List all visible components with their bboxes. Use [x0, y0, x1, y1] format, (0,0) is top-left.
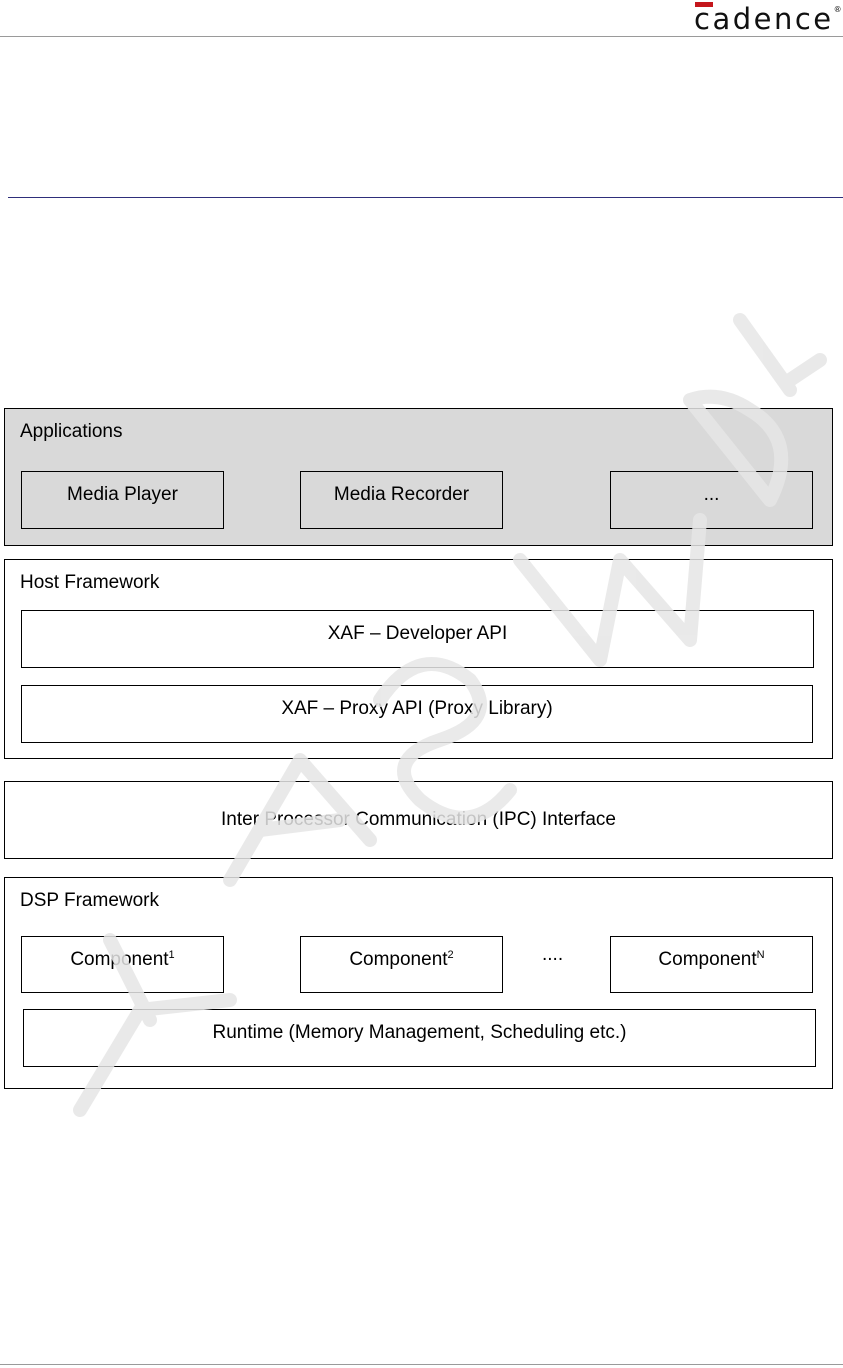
runtime-box: Runtime (Memory Management, Scheduling e… — [23, 1009, 816, 1067]
title-divider — [8, 197, 843, 198]
footer-divider — [0, 1364, 843, 1365]
applications-title: Applications — [20, 421, 123, 442]
developer-api-box: XAF – Developer API — [21, 610, 814, 668]
host-framework-layer: Host Framework XAF – Developer API XAF –… — [4, 559, 833, 759]
media-recorder-box: Media Recorder — [300, 471, 503, 529]
logo-text: cadence — [694, 2, 834, 36]
header-divider — [0, 36, 843, 37]
ipc-interface-layer: Inter Processor Communication (IPC) Inte… — [4, 781, 833, 859]
logo-accent-mark — [695, 2, 713, 7]
media-player-box: Media Player — [21, 471, 224, 529]
cadence-logo: cadence® — [694, 2, 842, 36]
host-framework-title: Host Framework — [20, 572, 160, 593]
ipc-label: Inter Processor Communication (IPC) Inte… — [221, 809, 616, 830]
dsp-framework-title: DSP Framework — [20, 890, 160, 911]
proxy-api-box: XAF – Proxy API (Proxy Library) — [21, 685, 813, 743]
component-ellipsis: .... — [542, 944, 564, 965]
more-applications-box: ... — [610, 471, 813, 529]
registered-mark: ® — [833, 5, 842, 14]
applications-layer: Applications Media Player Media Recorder… — [4, 408, 833, 546]
